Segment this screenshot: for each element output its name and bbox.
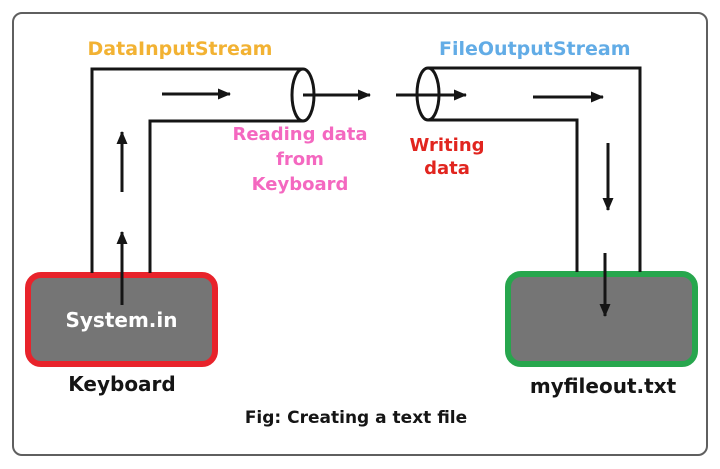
diagram-frame <box>12 12 708 456</box>
keyboard-caption: Keyboard <box>68 372 176 396</box>
output-file-box <box>505 271 698 367</box>
reading-data-note: Reading data from Keyboard <box>232 124 368 195</box>
datainputstream-label: DataInputStream <box>87 38 273 60</box>
figure-caption: Fig: Creating a text file <box>244 408 468 428</box>
system-in-label: System.in <box>65 307 178 332</box>
myfileout-caption: myfileout.txt <box>529 374 677 398</box>
writing-data-note: Writing data <box>409 135 485 179</box>
keyboard-source-box: System.in <box>25 272 218 367</box>
fileoutputstream-label: FileOutputStream <box>439 38 631 60</box>
